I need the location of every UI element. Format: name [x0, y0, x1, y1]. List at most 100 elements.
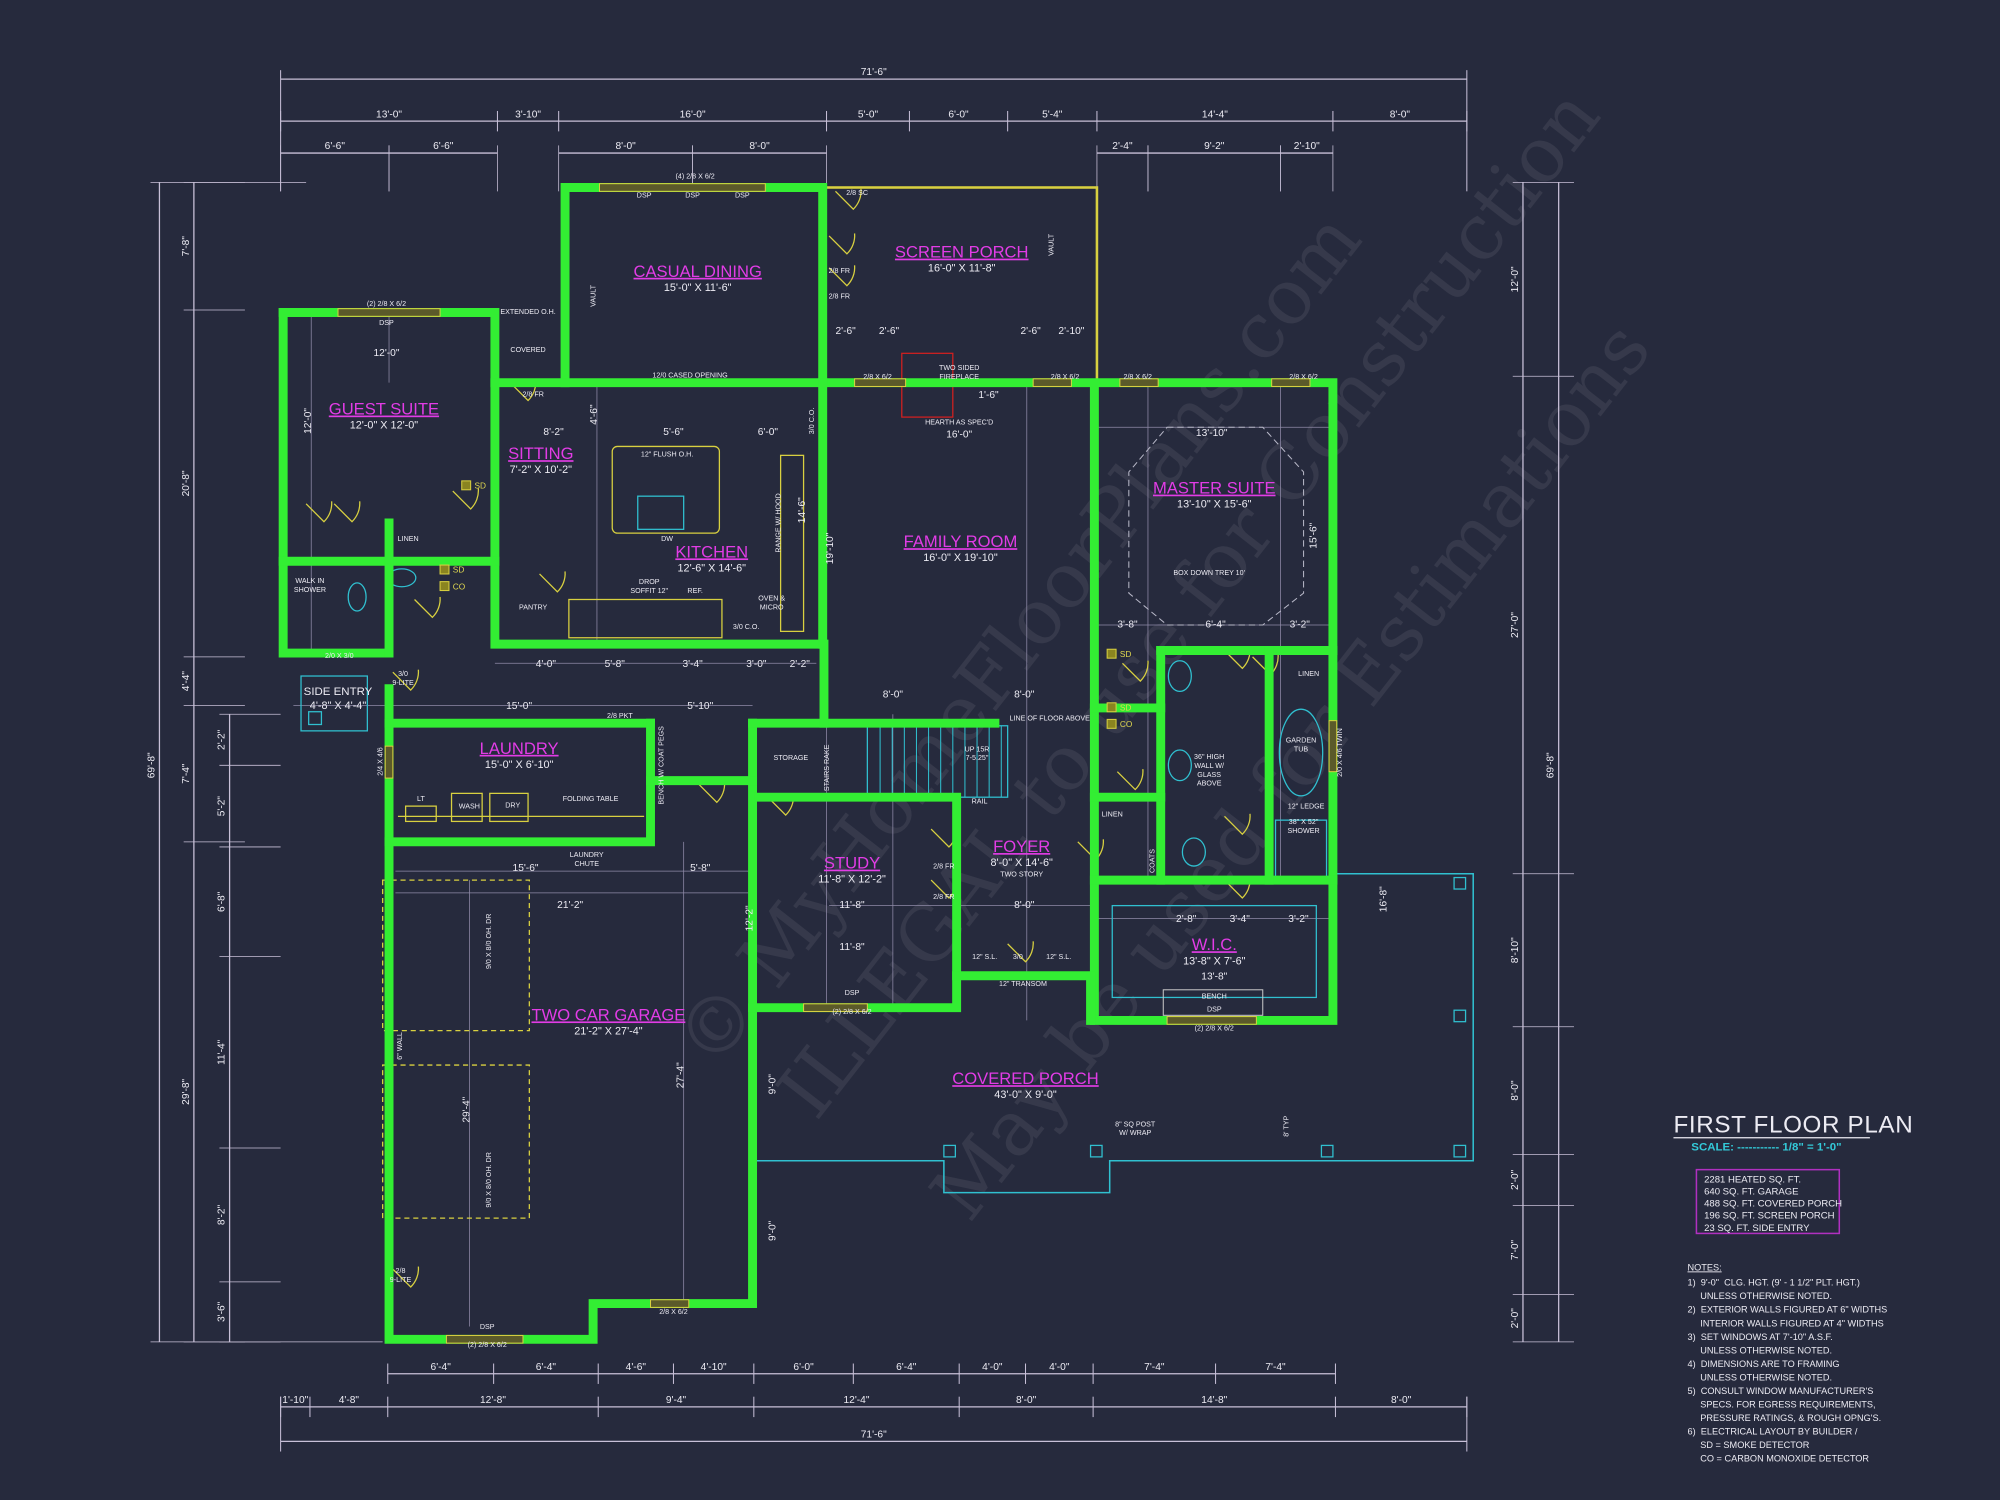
kitchen-counter — [568, 598, 723, 639]
dimension-label: 71'-6" — [861, 67, 887, 78]
room-label: W.I.C.13'-8" X 7'-6" — [1183, 935, 1246, 967]
annotation: 29'-4" — [461, 1096, 472, 1122]
dryer — [489, 792, 529, 823]
dimension-label: 6'-8" — [216, 891, 227, 912]
annotation: (2) 2/8 X 6/2 — [468, 1341, 507, 1349]
annotation: 2/8 FR — [829, 267, 850, 275]
note-line: 3) SET WINDOWS AT 7'-10" A.S.F. — [1688, 1332, 1833, 1342]
annotation: COVERED — [510, 346, 545, 354]
annotation: 2/8 X 6/2 — [863, 373, 892, 381]
note-line: 4) DIMENSIONS ARE TO FRAMING — [1688, 1359, 1840, 1369]
annotation: COATS — [1148, 849, 1156, 873]
dimension-label: 2'-2" — [216, 729, 227, 750]
room-size: 7'-2" X 10'-2" — [510, 464, 573, 476]
annotation: SOFFIT 12" — [630, 587, 668, 595]
annotation: LINE OF FLOOR ABOVE — [1010, 715, 1091, 723]
area-summary-line: 2281 HEATED SQ. FT. — [1704, 1174, 1801, 1185]
door-swing — [1116, 769, 1144, 791]
wic-shelving — [1111, 904, 1317, 999]
annotation: 16'-8" — [1378, 886, 1389, 912]
annotation: LAUNDRY — [570, 851, 604, 859]
dimension-label: 12'-0" — [1510, 266, 1521, 292]
dimension-label: 3'-6" — [216, 1301, 227, 1322]
annotation: 3'-2" — [1290, 620, 1311, 631]
dimension-label: 4'-10" — [701, 1362, 727, 1373]
door-swing — [828, 265, 856, 287]
wall — [384, 684, 758, 1344]
dimension-label: 4'-8" — [339, 1395, 360, 1406]
porch-post — [1320, 1144, 1334, 1158]
annotation: 12" TRANSOM — [999, 980, 1047, 988]
annotation: PANTRY — [519, 604, 547, 612]
annotation: 2/8 X 6/2 — [1051, 373, 1080, 381]
dimension-label: 8'-10" — [1510, 937, 1521, 963]
dimension-label: 6'-4" — [536, 1362, 557, 1373]
kitchen-sink — [637, 495, 685, 530]
trey-ceiling-outline — [1128, 426, 1305, 626]
porch-post — [1453, 1009, 1467, 1023]
annotation: DSP — [379, 319, 394, 327]
garage-overhead-door — [382, 879, 530, 1032]
dimension-label: 12'-4" — [844, 1395, 870, 1406]
annotation: 2/8 FR — [933, 863, 954, 871]
annotation: 3/0 — [398, 670, 408, 678]
dimension-label: 6'-0" — [793, 1362, 814, 1373]
annotation: 3'-8" — [1117, 620, 1138, 631]
note-line: SPECS. FOR EGRESS REQUIREMENTS, — [1688, 1399, 1876, 1409]
wall — [384, 718, 655, 847]
kitchen-counter — [779, 454, 805, 633]
annotation: 9-LITE — [390, 1276, 412, 1284]
dimension-label: 5'-2" — [216, 796, 227, 817]
note-line: UNLESS OTHERWISE NOTED. — [1688, 1345, 1833, 1355]
room-size: 16'-0" X 11'-8" — [928, 263, 996, 275]
annotation: 2'-6" — [879, 326, 900, 337]
detector: CO — [439, 581, 466, 592]
annotation: 4'-6" — [589, 404, 600, 425]
annotation: 7-5.25" — [966, 754, 989, 762]
annotation: BENCH — [1202, 993, 1227, 1001]
annotation: DSP — [845, 989, 860, 997]
annotation: 12'-0" — [303, 408, 314, 434]
room-name: FAMILY ROOM — [904, 532, 1018, 551]
room-size: 13'-10" X 15'-6" — [1177, 499, 1252, 511]
dimension-label: 9'-4" — [666, 1395, 687, 1406]
detector: CO — [1106, 718, 1133, 729]
dimension-lines: 71'-6"13'-0"3'-10"16'-0"5'-0"6'-0"5'-4"1… — [146, 67, 1574, 1452]
annotation: 9-LITE — [392, 679, 414, 687]
area-summary-line: 488 SQ. FT. COVERED PORCH — [1704, 1199, 1842, 1210]
annotation: 2/8 FR — [829, 292, 850, 300]
detector-icon — [1106, 718, 1117, 729]
room-name: GUEST SUITE — [329, 400, 439, 419]
room-name: SIDE ENTRY — [304, 686, 373, 698]
detector: SD — [461, 480, 486, 491]
annotation: SHOWER — [294, 586, 326, 594]
detector: SD — [1106, 702, 1131, 712]
door-swing — [392, 1266, 420, 1288]
annotation: LT — [417, 795, 425, 803]
dimension-label: 14'-4" — [1202, 109, 1228, 120]
dimension-label: 8'-0" — [749, 141, 770, 152]
detector-label: CO — [453, 581, 466, 591]
annotation: (4) 2/8 X 6/2 — [676, 173, 715, 181]
annotation: DW — [661, 535, 673, 543]
room-size: 11'-8" X 12'-2" — [818, 874, 886, 886]
annotation: 6'-4" — [1205, 620, 1226, 631]
dimension-label: 4'-0" — [982, 1362, 1003, 1373]
annotation: 5'-6" — [663, 427, 684, 438]
annotation: 15'-6" — [513, 863, 539, 874]
area-summary-line: 640 SQ. FT. GARAGE — [1704, 1187, 1798, 1198]
door-swing — [305, 501, 333, 523]
annotation: 3/0 C.O. — [733, 623, 760, 631]
notes-heading: NOTES: — [1688, 1262, 1722, 1272]
room-name: SITTING — [508, 444, 573, 463]
plan-scale: SCALE: ----------- 1/8" = 1'-0" — [1691, 1142, 1841, 1154]
detector-icon — [439, 581, 450, 592]
room-size: 12'-0" X 12'-0" — [350, 420, 419, 432]
dimension-label: 5'-4" — [1042, 109, 1063, 120]
